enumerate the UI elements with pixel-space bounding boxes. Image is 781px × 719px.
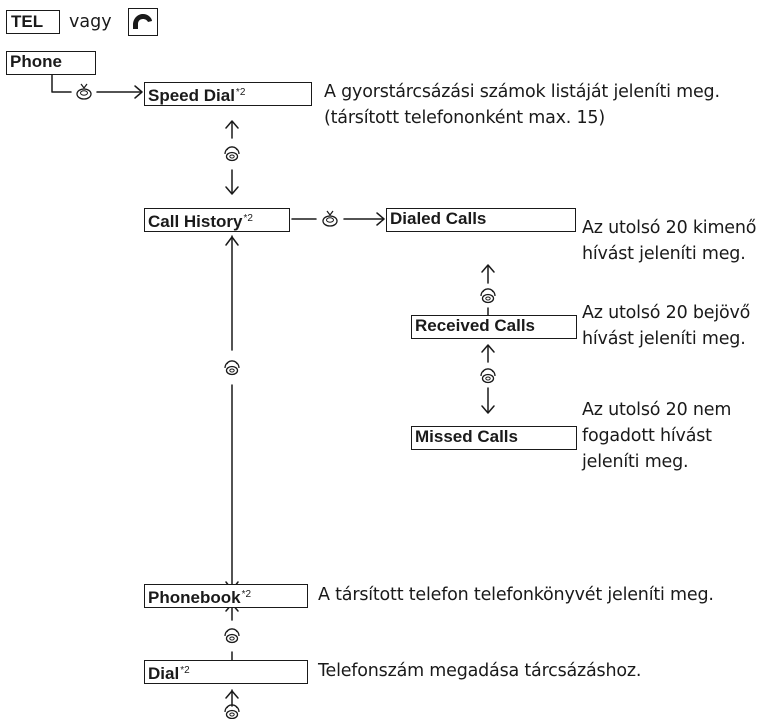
footnote-mark: *2 <box>180 665 190 676</box>
node-dial: Dial*2 <box>144 660 308 684</box>
received-calls-description: Az utolsó 20 bejövő hívást jeleníti meg. <box>582 300 750 352</box>
interface-dial-press-icon <box>322 210 338 227</box>
description-line: Az utolsó 20 kimenő <box>582 218 757 238</box>
node-missed-calls: Missed Calls <box>411 426 577 450</box>
node-phonebook: Phonebook*2 <box>144 584 308 608</box>
interface-dial-rotate-icon <box>224 628 240 644</box>
description-line: (társított telefononként max. 15) <box>324 108 605 128</box>
node-call-history-label: Call History <box>148 212 243 231</box>
description-line: Az utolsó 20 nem <box>582 400 732 420</box>
description-line: Telefonszám megadása tárcsázáshoz. <box>318 661 642 681</box>
description-line: jeleníti meg. <box>582 452 689 472</box>
node-call-history: Call History*2 <box>144 208 290 232</box>
dialed-calls-description: Az utolsó 20 kimenő hívást jeleníti meg. <box>582 215 756 267</box>
node-dialed-calls: Dialed Calls <box>386 208 576 232</box>
or-text: vagy <box>69 12 112 32</box>
speed-dial-description: A gyorstárcsázási számok listáját jelení… <box>324 79 720 131</box>
node-phone-label: Phone <box>10 52 62 71</box>
interface-dial-rotate-icon <box>480 368 496 384</box>
description-line: Az utolsó 20 bejövő <box>582 303 751 323</box>
interface-dial-rotate-icon <box>224 146 240 162</box>
node-missed-calls-label: Missed Calls <box>415 427 518 446</box>
node-dialed-calls-label: Dialed Calls <box>390 209 487 228</box>
interface-dial-rotate-icon <box>224 704 240 719</box>
node-speed-dial-label: Speed Dial <box>148 86 235 105</box>
footnote-mark: *2 <box>241 589 252 600</box>
description-line: hívást jeleníti meg. <box>582 329 746 349</box>
missed-calls-description: Az utolsó 20 nem fogadott hívást jelenít… <box>582 397 731 475</box>
node-phonebook-label: Phonebook <box>148 588 241 607</box>
description-line: A társított telefon telefonkönyvét jelen… <box>318 585 714 605</box>
phonebook-description: A társított telefon telefonkönyvét jelen… <box>318 582 714 608</box>
node-received-calls-label: Received Calls <box>415 316 536 335</box>
dial-description: Telefonszám megadása tárcsázáshoz. <box>318 658 641 684</box>
node-received-calls: Received Calls <box>411 315 577 339</box>
node-dial-label: Dial <box>148 664 180 683</box>
description-line: fogadott hívást <box>582 426 712 446</box>
interface-dial-rotate-icon <box>480 288 496 304</box>
description-line: hívást jeleníti meg. <box>582 244 746 264</box>
node-speed-dial: Speed Dial*2 <box>144 82 312 106</box>
tel-button: TEL <box>6 10 60 34</box>
interface-dial-rotate-icon <box>224 360 240 376</box>
interface-dial-press-icon <box>76 83 92 100</box>
description-line: A gyorstárcsázási számok listáját jelení… <box>324 82 720 102</box>
phone-handset-icon <box>128 8 158 36</box>
node-phone: Phone <box>6 51 96 75</box>
footnote-mark: *2 <box>235 87 246 98</box>
footnote-mark: *2 <box>243 213 253 224</box>
